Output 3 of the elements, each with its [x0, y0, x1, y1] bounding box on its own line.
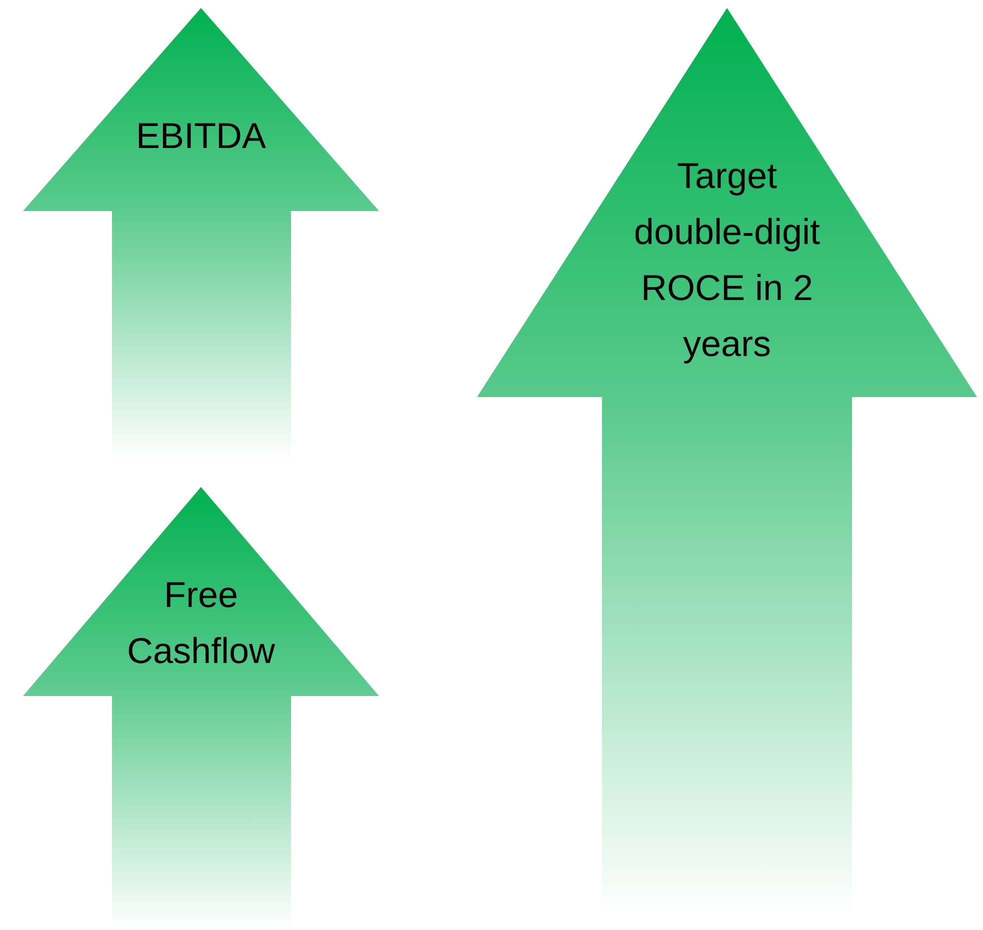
arrow-label: Free Cashflow [126, 573, 276, 673]
arrow-label: Target double-digit ROCE in 2 years [632, 154, 822, 366]
arrow-label: EBITDA [134, 114, 268, 158]
